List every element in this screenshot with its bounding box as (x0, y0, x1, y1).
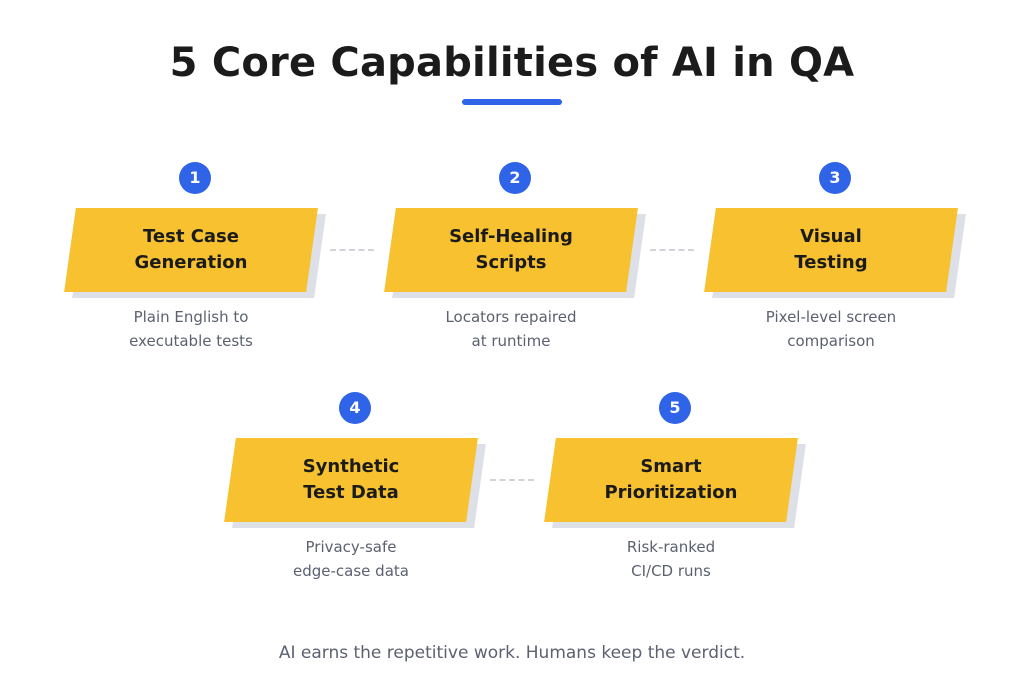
description-line: Privacy-safe (305, 538, 397, 556)
capability-card-4: 4 Synthetic Test Data Privacy-safe edge-… (224, 392, 486, 583)
capability-card-1: 1 Test Case Generation Plain English to … (64, 162, 326, 353)
step-number-badge: 2 (499, 162, 531, 194)
description-line: edge-case data (293, 562, 409, 580)
page-title: 5 Core Capabilities of AI in QA (169, 40, 855, 86)
capability-title-line: Synthetic (302, 456, 400, 477)
capability-title: Synthetic Test Data (230, 438, 472, 522)
connector-2-3 (650, 249, 694, 251)
description-line: comparison (787, 332, 875, 350)
description-line: CI/CD runs (631, 562, 711, 580)
capability-description: Risk-ranked CI/CD runs (550, 535, 792, 583)
capability-title: Visual Testing (710, 208, 952, 292)
step-number-badge: 3 (819, 162, 851, 194)
connector-1-2 (330, 249, 374, 251)
capability-title-line: Testing (794, 252, 868, 273)
description-line: executable tests (129, 332, 253, 350)
title-underline (462, 99, 562, 105)
step-number-badge: 5 (659, 392, 691, 424)
connector-4-5 (490, 479, 534, 481)
step-number-badge: 4 (339, 392, 371, 424)
capability-title: Self-Healing Scripts (390, 208, 632, 292)
description-line: Plain English to (133, 308, 249, 326)
description-line: Pixel-level screen (765, 308, 897, 326)
capability-description: Locators repaired at runtime (390, 305, 632, 353)
capability-card-2: 2 Self-Healing Scripts Locators repaired… (384, 162, 646, 353)
capability-title-line: Scripts (475, 252, 547, 273)
capability-title-line: Visual (800, 226, 862, 247)
capability-title-line: Test Data (303, 482, 399, 503)
capability-card-3: 3 Visual Testing Pixel-level screen comp… (704, 162, 966, 353)
description-line: Locators repaired (445, 308, 577, 326)
description-line: Risk-ranked (626, 538, 716, 556)
description-line: at runtime (471, 332, 551, 350)
capability-description: Pixel-level screen comparison (710, 305, 952, 353)
capability-title-line: Smart (640, 456, 702, 477)
capability-title: Test Case Generation (70, 208, 312, 292)
capability-title-line: Generation (134, 252, 248, 273)
capability-title-line: Test Case (143, 226, 239, 247)
step-number-badge: 1 (179, 162, 211, 194)
capability-title: Smart Prioritization (550, 438, 792, 522)
capability-title-line: Self-Healing (449, 226, 573, 247)
capability-card-5: 5 Smart Prioritization Risk-ranked CI/CD… (544, 392, 806, 583)
footer-tagline: AI earns the repetitive work. Humans kee… (278, 643, 746, 663)
capability-description: Plain English to executable tests (70, 305, 312, 353)
capability-title-line: Prioritization (604, 482, 738, 503)
capability-description: Privacy-safe edge-case data (230, 535, 472, 583)
